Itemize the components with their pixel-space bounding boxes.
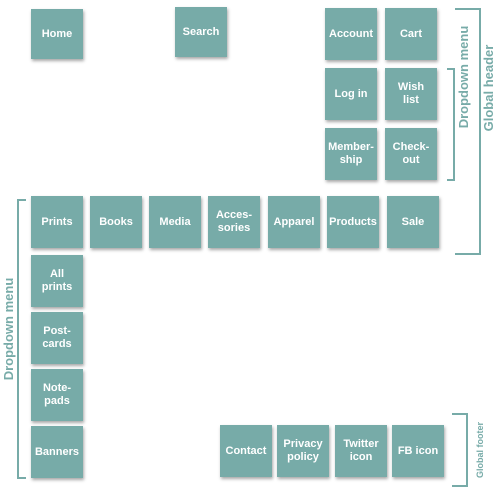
membership-tile[interactable]: Member- ship	[325, 128, 377, 180]
account-label: Account	[329, 27, 373, 40]
account-tile[interactable]: Account	[325, 8, 377, 60]
contact-label: Contact	[225, 444, 267, 457]
notepads-label: Note- pads	[42, 382, 72, 407]
dropdown-menu-left-label: Dropdown menu	[1, 277, 16, 381]
checkout-label: Check- out	[392, 141, 430, 166]
banners-tile[interactable]: Banners	[31, 426, 83, 478]
contact-tile[interactable]: Contact	[220, 425, 272, 477]
home-tile[interactable]: Home	[31, 9, 83, 59]
search-label: Search	[182, 25, 220, 38]
home-label: Home	[41, 27, 73, 40]
notepads-tile[interactable]: Note- pads	[31, 369, 83, 421]
media-tile[interactable]: Media	[149, 196, 201, 248]
global-footer-label: Global footer	[475, 422, 485, 478]
products-tile[interactable]: Products	[327, 196, 379, 248]
books-tile[interactable]: Books	[90, 196, 142, 248]
search-tile[interactable]: Search	[175, 7, 227, 57]
banners-label: Banners	[34, 445, 80, 458]
global-header-bracket	[455, 8, 481, 255]
prints-label: Prints	[41, 215, 73, 228]
sale-tile[interactable]: Sale	[387, 196, 439, 248]
sale-label: Sale	[401, 215, 425, 228]
cart-tile[interactable]: Cart	[385, 8, 437, 60]
login-label: Log in	[334, 87, 368, 100]
products-label: Products	[329, 215, 377, 228]
wishlist-label: Wish list	[397, 81, 425, 106]
wishlist-tile[interactable]: Wish list	[385, 68, 437, 120]
books-label: Books	[99, 215, 133, 228]
apparel-tile[interactable]: Apparel	[268, 196, 320, 248]
accessories-label: Acces- sories	[215, 209, 253, 234]
prints-tile[interactable]: Prints	[31, 196, 83, 248]
membership-label: Member- ship	[328, 141, 374, 166]
media-label: Media	[159, 215, 191, 228]
privacy-policy-tile[interactable]: Privacy policy	[277, 425, 329, 477]
postcards-label: Post- cards	[42, 325, 72, 350]
cart-label: Cart	[399, 27, 422, 40]
fb-icon-label: FB icon	[397, 444, 439, 457]
all-prints-tile[interactable]: All prints	[31, 255, 83, 307]
fb-icon-tile[interactable]: FB icon	[392, 425, 444, 477]
postcards-tile[interactable]: Post- cards	[31, 312, 83, 364]
twitter-icon-tile[interactable]: Twitter icon	[335, 425, 387, 477]
dropdown-menu-left-bracket	[17, 199, 26, 479]
checkout-tile[interactable]: Check- out	[385, 128, 437, 180]
dropdown-menu-top-bracket	[447, 68, 455, 181]
login-tile[interactable]: Log in	[325, 68, 377, 120]
global-footer-bracket	[452, 413, 468, 487]
accessories-tile[interactable]: Acces- sories	[208, 196, 260, 248]
global-header-label: Global header	[481, 44, 496, 132]
all-prints-label: All prints	[41, 268, 73, 293]
privacy-policy-label: Privacy policy	[283, 438, 323, 463]
apparel-label: Apparel	[273, 215, 315, 228]
twitter-icon-label: Twitter icon	[343, 438, 379, 463]
